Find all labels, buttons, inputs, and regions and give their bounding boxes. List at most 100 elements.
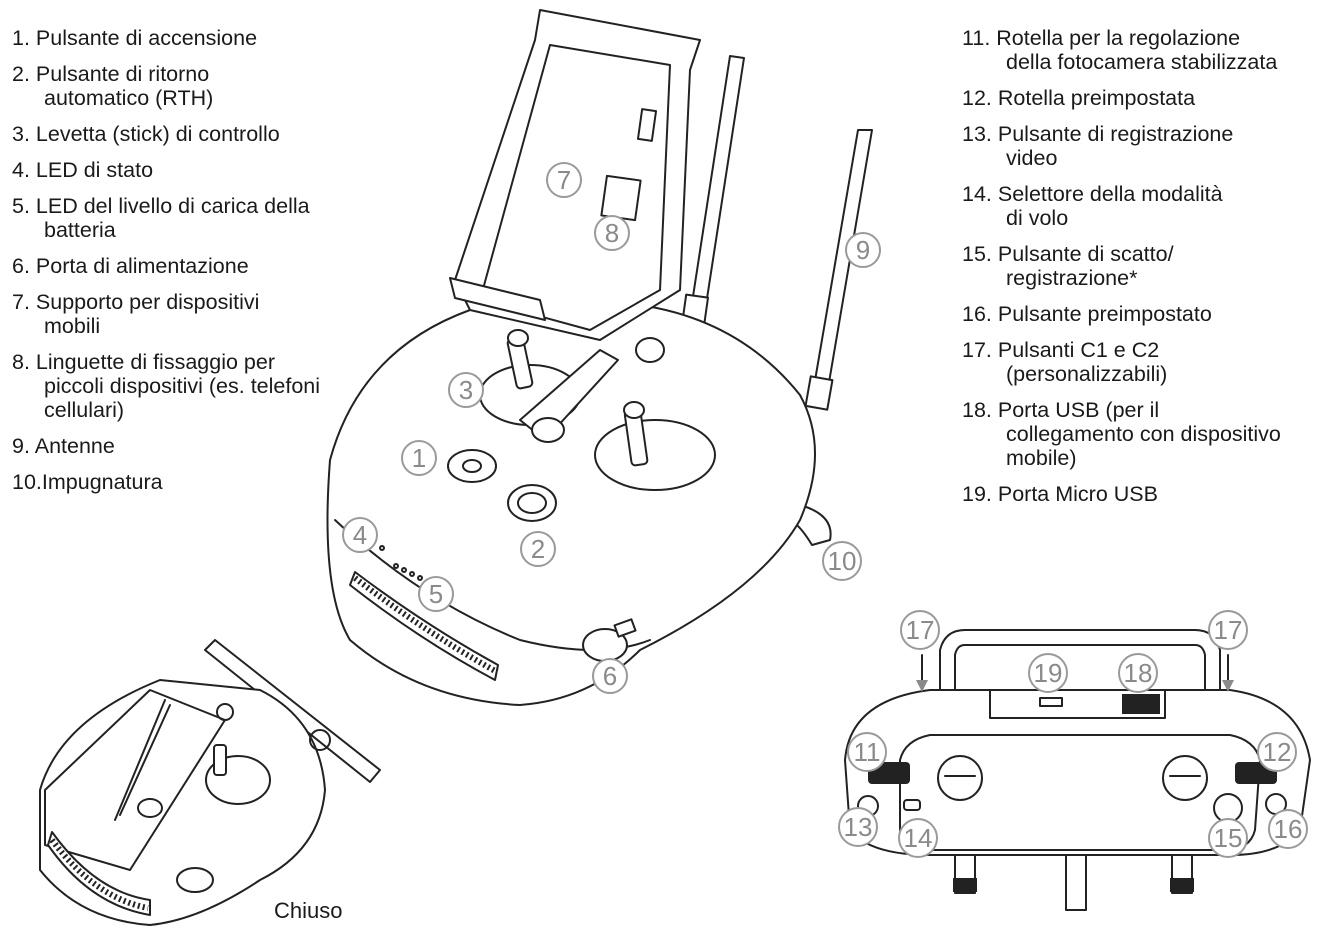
svg-text:12: 12	[1263, 737, 1292, 767]
legend-text: Porta di alimentazione	[35, 254, 249, 278]
svg-text:15: 15	[1214, 823, 1243, 853]
legend-line: video	[1006, 146, 1058, 170]
legend-line: 10.Impugnatura	[12, 470, 320, 494]
svg-text:10: 10	[828, 546, 857, 576]
legend-line: collegamento con dispositivo	[1006, 422, 1281, 446]
svg-text:7: 7	[557, 165, 571, 195]
legend-item-10: 10.Impugnatura	[12, 470, 320, 494]
svg-text:3: 3	[459, 375, 473, 405]
callout-3: 3	[448, 372, 484, 408]
legend-number: 10.	[12, 470, 42, 494]
svg-text:2: 2	[531, 534, 545, 564]
legend-text: LED del livello di carica della	[35, 194, 310, 218]
legend-text: Porta USB (per il	[997, 398, 1160, 422]
callouts: 1 2 3 4 5 6 7 8 9 10 11 12 13 14 15 16 1…	[342, 162, 1308, 858]
legend-line: 11. Rotella per la regolazione	[962, 26, 1281, 50]
legend-line: mobili	[44, 314, 101, 338]
legend-number: 17.	[962, 338, 992, 362]
legend-item-9: 9. Antenne	[12, 434, 320, 458]
svg-text:8: 8	[605, 218, 619, 248]
legend-line: della fotocamera stabilizzata	[1006, 50, 1278, 74]
legend-number: 4.	[12, 158, 30, 182]
legend-line: 3. Levetta (stick) di controllo	[12, 122, 320, 146]
legend-line: cellulari)	[44, 398, 125, 422]
legend-item-3: 3. Levetta (stick) di controllo	[12, 122, 320, 146]
callout-17-right: 17	[1208, 610, 1248, 650]
callout-10: 10	[822, 541, 862, 581]
legend-item-17: 17. Pulsanti C1 e C2(personalizzabili)	[962, 338, 1281, 386]
legend-line: 14. Selettore della modalità	[962, 182, 1281, 206]
legend-item-12: 12. Rotella preimpostata	[962, 86, 1281, 110]
callout-14: 14	[898, 818, 938, 858]
legend-text: Pulsante di accensione	[35, 26, 258, 50]
legend-number: 13.	[962, 122, 992, 146]
legend-line: 12. Rotella preimpostata	[962, 86, 1281, 110]
main-controller-illustration	[326, 9, 873, 706]
legend-left: 1. Pulsante di accensione 2. Pulsante di …	[12, 26, 320, 506]
callout-9: 9	[845, 232, 881, 268]
legend-text: Impugnatura	[41, 470, 163, 494]
svg-text:17: 17	[1214, 615, 1243, 645]
legend-item-15: 15. Pulsante di scatto/registrazione*	[962, 242, 1281, 290]
legend-text: Supporto per dispositivi	[35, 290, 260, 314]
legend-line: 5. LED del livello di carica della	[12, 194, 320, 218]
legend-line: 13. Pulsante di registrazione	[962, 122, 1281, 146]
legend-text: Levetta (stick) di controllo	[35, 122, 280, 146]
callout-12: 12	[1257, 732, 1297, 772]
legend-line: 15. Pulsante di scatto/	[962, 242, 1281, 266]
legend-number: 6.	[12, 254, 30, 278]
legend-number: 5.	[12, 194, 30, 218]
legend-number: 9.	[12, 434, 30, 458]
callout-5: 5	[418, 576, 454, 612]
svg-text:1: 1	[412, 443, 426, 473]
legend-text: Linguette di fissaggio per	[35, 350, 275, 374]
legend-line: 7. Supporto per dispositivi	[12, 290, 320, 314]
legend-number: 14.	[962, 182, 992, 206]
legend-line: automatico (RTH)	[44, 86, 214, 110]
legend-line: 18. Porta USB (per il	[962, 398, 1281, 422]
callout-16: 16	[1268, 809, 1308, 849]
back-view-illustration	[844, 629, 1311, 911]
legend-number: 1.	[12, 26, 30, 50]
svg-text:9: 9	[856, 235, 870, 265]
callout-13: 13	[838, 807, 878, 847]
legend-line: 6. Porta di alimentazione	[12, 254, 320, 278]
legend-text: Pulsante preimpostato	[997, 302, 1212, 326]
svg-text:5: 5	[429, 579, 443, 609]
closed-label: Chiuso	[274, 898, 343, 923]
legend-line: piccoli dispositivi (es. telefoni	[44, 374, 321, 398]
callout-11: 11	[847, 732, 887, 772]
svg-text:16: 16	[1274, 814, 1303, 844]
svg-text:18: 18	[1124, 658, 1153, 688]
legend-line: registrazione*	[1006, 266, 1138, 290]
legend-number: 2.	[12, 62, 30, 86]
svg-text:11: 11	[854, 737, 881, 767]
callout-17-left: 17	[900, 610, 940, 650]
legend-line: (personalizzabili)	[1006, 362, 1168, 386]
legend-text: Pulsante di registrazione	[997, 122, 1234, 146]
legend-text: Selettore della modalità	[997, 182, 1223, 206]
legend-line: 2. Pulsante di ritorno	[12, 62, 320, 86]
legend-number: 3.	[12, 122, 30, 146]
legend-number: 15.	[962, 242, 992, 266]
svg-text:13: 13	[844, 812, 873, 842]
legend-number: 7.	[12, 290, 30, 314]
legend-line: 1. Pulsante di accensione	[12, 26, 320, 50]
legend-text: Rotella per la regolazione	[996, 26, 1241, 50]
legend-number: 16.	[962, 302, 992, 326]
legend-number: 8.	[12, 350, 30, 374]
legend-text: Rotella preimpostata	[997, 86, 1196, 110]
svg-text:19: 19	[1034, 658, 1063, 688]
svg-text:17: 17	[906, 615, 935, 645]
legend-line: 9. Antenne	[12, 434, 320, 458]
legend-text: LED di stato	[35, 158, 154, 182]
legend-line: di volo	[1006, 206, 1069, 230]
legend-number: 18.	[962, 398, 992, 422]
